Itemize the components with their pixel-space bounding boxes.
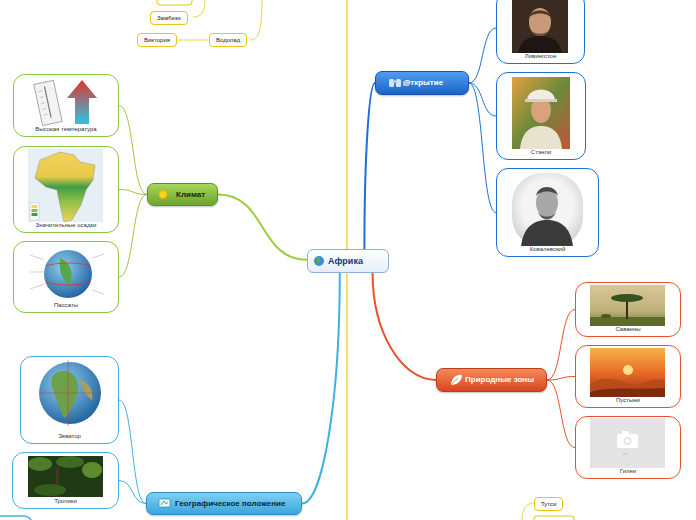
image-topic: Пустыни xyxy=(575,345,681,408)
branch-connector xyxy=(364,83,375,249)
branch-connector xyxy=(218,195,307,260)
image-topic: Высокая температура xyxy=(13,74,119,137)
branch-topic: Географическое положение xyxy=(146,492,302,515)
cut-box xyxy=(157,0,192,5)
jungle-picture xyxy=(28,456,103,497)
topic-label: Тутси xyxy=(541,501,556,507)
image-caption: Тропики xyxy=(19,498,112,505)
globe-icon xyxy=(314,256,324,266)
subtopic-box: Виктория xyxy=(137,33,177,47)
cut-box xyxy=(534,516,574,520)
sun-icon xyxy=(159,191,167,199)
topic-label: Водопад xyxy=(216,37,240,43)
image-topic: Пассаты xyxy=(13,241,119,313)
image-topic: Саванны xyxy=(575,282,681,337)
branch-connector xyxy=(302,273,340,504)
map-picture xyxy=(28,149,103,224)
subtopic-box: Тутси xyxy=(534,497,563,511)
branch-topic: Климат xyxy=(147,183,218,206)
image-topic: Ливингстон xyxy=(496,0,585,64)
savanna-picture xyxy=(590,285,665,327)
image-placeholder xyxy=(590,418,665,468)
branch-connector xyxy=(547,310,575,381)
desert-picture xyxy=(590,348,665,398)
portrait xyxy=(512,77,570,149)
branch-connector xyxy=(119,481,146,504)
branch-line xyxy=(193,0,205,17)
image-caption: Высокая температура xyxy=(20,126,112,133)
topic-label: Природные зоны xyxy=(465,375,534,384)
branch-line xyxy=(250,0,262,40)
image-caption: Ливингстон xyxy=(503,53,578,60)
image-topic: Гилеи xyxy=(575,416,681,479)
branch-connector xyxy=(469,83,496,213)
box-ground xyxy=(12,0,681,509)
branch-connector xyxy=(373,273,436,380)
subtopic-box: Замбези xyxy=(150,11,188,25)
topic-label: Открытие xyxy=(404,78,443,87)
branch-connector xyxy=(469,28,496,83)
image-caption: Значительные осадки xyxy=(20,222,112,229)
map-icon xyxy=(159,499,170,507)
image-topic: Стэнли xyxy=(496,72,586,160)
topic-label: Африка xyxy=(328,256,363,266)
image-caption: Гилеи xyxy=(582,468,674,475)
binoculars-icon xyxy=(389,79,409,87)
globe-picture xyxy=(30,250,104,298)
thermometer-picture xyxy=(34,80,97,126)
branch-connector xyxy=(177,40,209,41)
central-topic: Африка xyxy=(307,249,389,273)
cut-box xyxy=(0,516,32,520)
image-topic: Ковалевский xyxy=(496,168,599,257)
branch-line xyxy=(522,503,534,520)
image-caption: Саванны xyxy=(582,326,674,333)
topic-label: Замбези xyxy=(157,15,181,21)
image-caption: Стэнли xyxy=(503,149,579,156)
leaf-icon xyxy=(451,375,462,385)
globe-picture xyxy=(39,360,101,426)
subtopic-box: Водопад xyxy=(209,33,247,47)
branch-connector xyxy=(547,380,575,448)
image-topic: Значительные осадки xyxy=(13,146,119,233)
image-topic: Экватор xyxy=(20,356,119,444)
topic-label: Климат xyxy=(176,190,205,199)
topic-label: Виктория xyxy=(144,37,170,43)
portrait xyxy=(512,173,583,247)
branch-connector xyxy=(119,400,146,504)
topic-label: Географическое положение xyxy=(175,499,285,508)
image-caption: Пассаты xyxy=(20,302,112,309)
portrait xyxy=(512,0,568,54)
branch-connector xyxy=(119,195,147,278)
image-caption: Экватор xyxy=(27,433,112,440)
image-caption: Ковалевский xyxy=(503,246,592,253)
image-caption: Пустыни xyxy=(582,397,674,404)
branch-connector xyxy=(119,190,147,195)
branch-connector xyxy=(119,106,147,195)
branch-topic: Открытие xyxy=(375,71,469,95)
branch-connector xyxy=(547,377,575,381)
image-topic: Тропики xyxy=(12,452,119,509)
branch-topic: Природные зоны xyxy=(436,368,547,392)
